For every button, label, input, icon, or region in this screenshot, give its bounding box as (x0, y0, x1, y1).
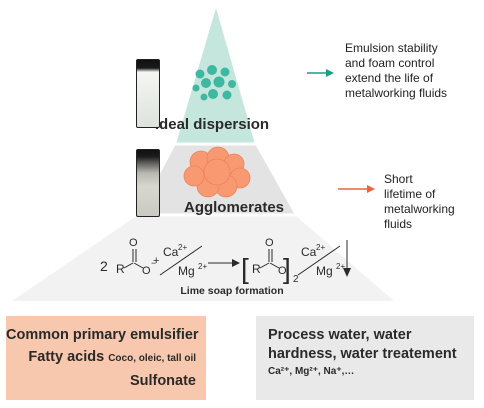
teal-arrowhead-icon (326, 69, 334, 77)
svg-text:2+: 2+ (178, 243, 187, 252)
pyramid-tier-base (12, 215, 394, 301)
vial-dispersion-image (136, 59, 160, 128)
emulsifier-box: Common primary emulsifier Fatty acids Co… (6, 316, 206, 400)
note-agglomerates: Short lifetime of metalworking fluids (384, 172, 455, 231)
svg-text:O: O (129, 237, 138, 249)
svg-text:Ca: Ca (163, 245, 179, 259)
svg-text:2: 2 (293, 274, 299, 285)
svg-text:]: ] (283, 253, 291, 284)
reaction-caption: Lime soap formation (180, 285, 283, 297)
pyramid-tier-top (176, 8, 255, 144)
svg-text:Ca: Ca (301, 245, 317, 259)
tier1-label: Ideal dispersion (155, 116, 269, 133)
svg-text:2+: 2+ (198, 262, 207, 271)
svg-text:+: + (153, 255, 159, 267)
sulfonate-line: Sulfonate (129, 373, 196, 389)
svg-text:[: [ (241, 253, 249, 284)
dispersed-droplets-icon (192, 65, 236, 101)
process-water-line2: hardness, water treatement (268, 346, 457, 362)
svg-text:R: R (116, 262, 125, 276)
svg-text:2: 2 (100, 258, 108, 274)
svg-text:O: O (142, 265, 151, 277)
svg-text:2+: 2+ (316, 243, 325, 252)
fatty-acids-line: Fatty acids Coco, oleic, tall oil (28, 349, 196, 365)
ions-line: Ca²⁺, Mg²⁺, Na⁺,… (268, 366, 355, 377)
agglomerate-blob-icon (183, 146, 251, 198)
svg-text:R: R (252, 262, 261, 276)
svg-text:O: O (265, 237, 274, 249)
svg-text:O: O (278, 265, 287, 277)
emulsifier-title: Common primary emulsifier (6, 327, 199, 343)
orange-arrowhead-icon (367, 185, 375, 193)
process-water-box: Process water, water hardness, water tre… (256, 316, 474, 400)
note-ideal: Emulsion stability and foam control exte… (345, 41, 448, 100)
svg-text:−: − (151, 258, 156, 268)
svg-text:Mg: Mg (178, 264, 195, 278)
process-water-line1: Process water, water (268, 327, 412, 343)
vial-agglomerate-image (136, 149, 160, 217)
reaction-equation: 2 R O O − + Ca 2+ Mg 2+ [ R O O ] 2 Ca 2… (100, 237, 351, 285)
svg-text:2+: 2+ (336, 262, 345, 271)
tier2-label: Agglomerates (184, 199, 284, 216)
svg-text:Mg: Mg (316, 264, 333, 278)
